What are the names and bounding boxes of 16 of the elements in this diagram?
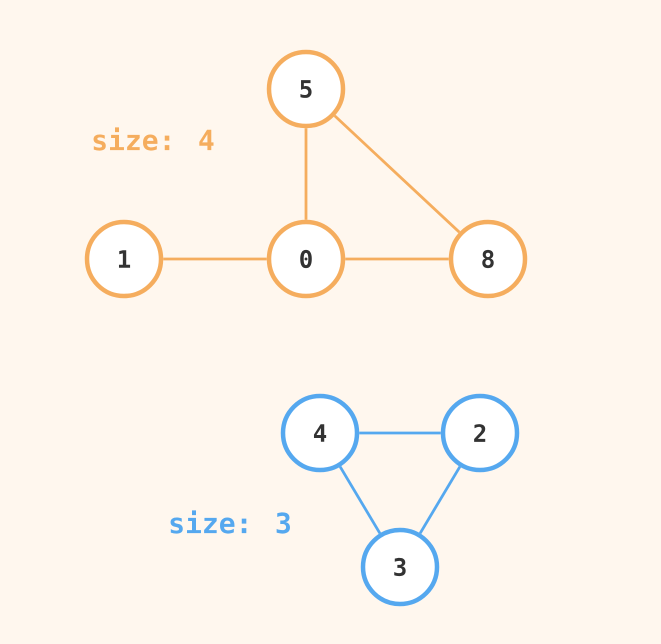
edge-line [418, 466, 462, 534]
size-label: size: 4 [94, 127, 214, 151]
graph-node: 0 [266, 220, 346, 298]
graph-node: 1 [84, 220, 164, 298]
edge-line [163, 258, 267, 260]
edge-line [338, 466, 382, 534]
graph-node: 4 [280, 394, 360, 472]
size-label: size: 3 [170, 510, 290, 534]
edge-line [334, 114, 460, 234]
graph-node: 3 [360, 528, 440, 606]
edge-line [359, 432, 441, 434]
graph-node: 5 [266, 50, 346, 128]
edge-line [345, 258, 449, 260]
graph-node: 2 [440, 394, 520, 472]
edge-line [304, 128, 308, 220]
graph-node: 8 [448, 220, 528, 298]
